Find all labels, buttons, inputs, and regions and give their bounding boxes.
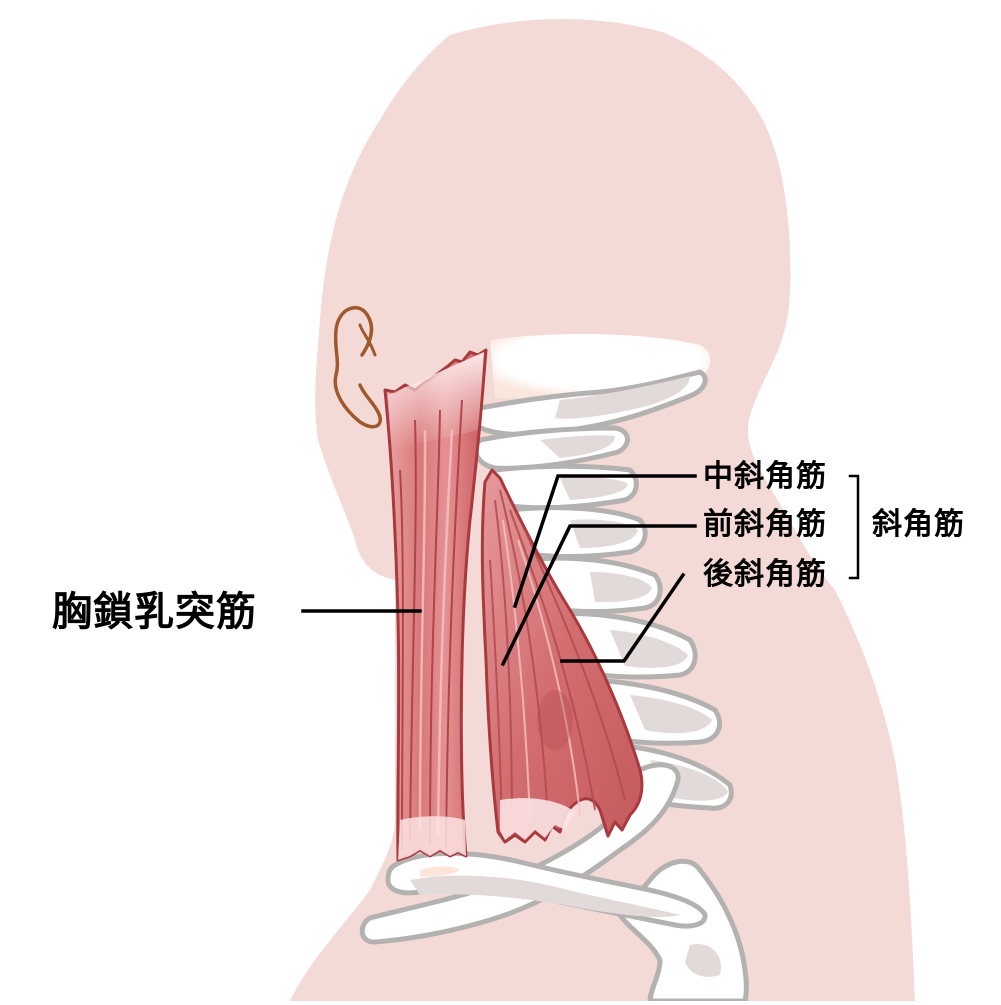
label-sternocleidomastoid: 胸鎖乳突筋 (52, 589, 257, 635)
leader-line-scalenus-medius (512, 474, 697, 609)
ear-inner (358, 323, 377, 357)
label-scalenes-group: 斜角筋 (872, 507, 965, 542)
leader-lines (301, 474, 860, 667)
ear-outline (333, 306, 382, 429)
label-scalenus-anterior: 前斜角筋 (703, 507, 827, 542)
scalenes-bracket (848, 474, 860, 580)
label-scalenus-posterior: 後斜角筋 (703, 557, 827, 592)
leader-line-scalenus-posterior (560, 572, 686, 663)
sternocleidomastoid-muscle (383, 348, 488, 862)
label-scalenus-medius: 中斜角筋 (703, 459, 827, 494)
clavicle-and-rib (359, 762, 749, 1004)
leader-line-scalenus-anterior (500, 524, 697, 667)
scalene-muscles (480, 468, 644, 844)
